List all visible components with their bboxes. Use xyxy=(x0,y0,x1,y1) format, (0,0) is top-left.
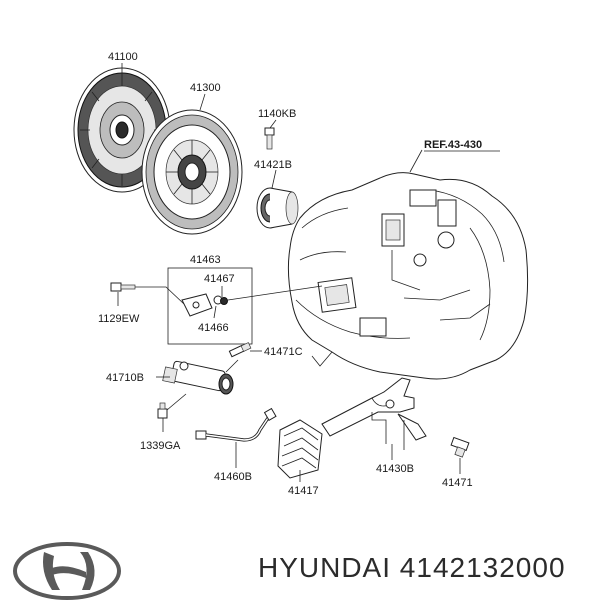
fitting-41471c xyxy=(228,342,252,358)
callout-41417: 41417 xyxy=(288,485,319,497)
release-fork xyxy=(321,377,427,441)
callout-41471c: 41471C xyxy=(264,346,303,358)
callout-41710b: 41710B xyxy=(106,372,144,384)
transmission-housing xyxy=(287,172,529,380)
callout-41471: 41471 xyxy=(442,477,473,489)
bolt-1129ew xyxy=(110,282,136,292)
hyundai-logo xyxy=(13,542,121,600)
callout-41421b: 41421B xyxy=(254,159,292,171)
bleeder-1339ga xyxy=(157,402,168,419)
callout-ref-43-430: REF.43-430 xyxy=(424,139,482,151)
callout-41300: 41300 xyxy=(190,82,221,94)
clutch-tube xyxy=(195,407,277,442)
boot-41417 xyxy=(277,419,323,479)
clutch-bracket xyxy=(181,293,228,317)
callout-41463: 41463 xyxy=(190,254,221,266)
callout-41430b: 41430B xyxy=(376,463,414,475)
callout-41466: 41466 xyxy=(198,322,229,334)
callout-1339ga: 1339GA xyxy=(140,440,181,452)
callout-1140kb: 1140KB xyxy=(258,108,296,120)
release-cylinder xyxy=(162,360,234,395)
callout-1129ew: 1129EW xyxy=(98,313,140,325)
part-number-caption: HYUNDAI 4142132000 xyxy=(258,552,566,583)
release-bearing xyxy=(256,187,299,229)
switch-41471 xyxy=(450,436,470,458)
pressure-plate xyxy=(141,109,243,235)
bolt-1140kb xyxy=(264,127,275,150)
callout-41467: 41467 xyxy=(204,273,235,285)
callout-41460b: 41460B xyxy=(214,471,252,483)
callout-41100: 41100 xyxy=(108,51,138,63)
